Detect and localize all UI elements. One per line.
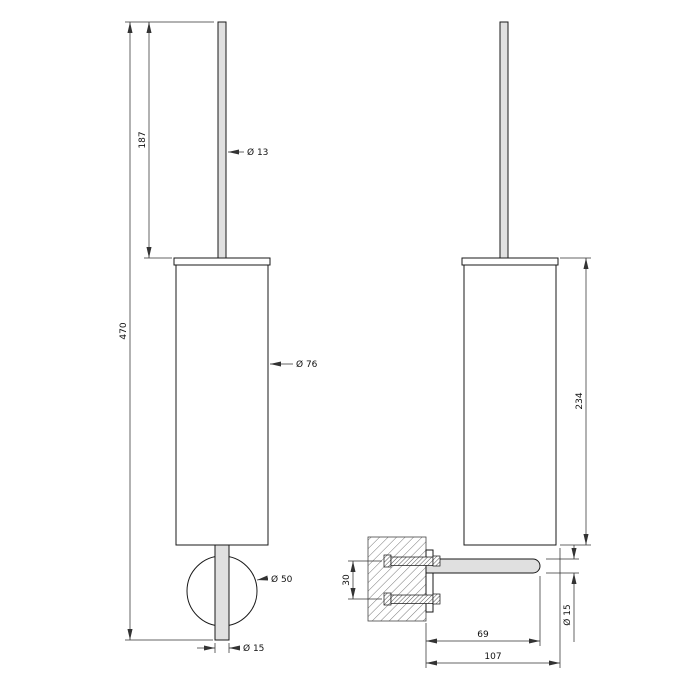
holder-body-front	[175, 264, 269, 546]
dim-label-overall-projection: 107	[484, 652, 501, 662]
screw-head	[383, 554, 392, 568]
dim-body-height: 234	[560, 257, 591, 546]
screw-tip	[432, 593, 441, 605]
holder-body-side	[463, 264, 557, 546]
dim-tip-diameter: Ø 15	[197, 643, 264, 654]
holder-rim-side	[461, 257, 559, 266]
dim-label-screw-spacing: 30	[342, 574, 352, 586]
dim-label-body-height: 234	[575, 392, 585, 409]
dim-overall-projection: 107	[426, 548, 561, 668]
dim-arm-diameter: Ø 15	[546, 545, 579, 642]
dim-label-arm-projection: 69	[477, 630, 489, 640]
mounting-arm	[425, 558, 541, 574]
dim-label-handle-diameter: Ø 13	[247, 147, 268, 158]
leader-line	[256, 575, 269, 581]
dim-overall-height: 470	[119, 22, 213, 641]
brush-handle-side	[499, 21, 509, 259]
dim-label-handle-length: 187	[138, 131, 148, 148]
screw-head	[383, 592, 392, 606]
screw-bottom	[383, 592, 441, 606]
dim-label-tip-diameter: Ø 15	[243, 643, 264, 654]
wall-rosette-side	[425, 549, 434, 613]
dim-handle-diameter: Ø 13	[228, 147, 268, 158]
dim-label-arm-diameter: Ø 15	[562, 604, 573, 625]
dim-arm-projection: 69	[425, 576, 541, 668]
holder-rim-front	[173, 257, 271, 266]
dim-label-body-diameter: Ø 76	[296, 359, 318, 370]
screw-tip	[432, 555, 441, 567]
front-view: 187 470 Ø 13 Ø 76 Ø 50 Ø 15	[119, 21, 318, 654]
dim-body-diameter: Ø 76	[270, 359, 318, 370]
screw-top	[383, 554, 441, 568]
side-view: 234 30 Ø 15 69 107	[342, 21, 591, 668]
dim-rosette-diameter: Ø 50	[256, 574, 293, 585]
dim-screw-spacing: 30	[342, 560, 382, 600]
brush-handle-front	[217, 21, 227, 259]
screw-shank	[390, 556, 434, 566]
dim-label-overall-height: 470	[119, 322, 129, 339]
dim-handle-length: 187	[125, 21, 214, 259]
drip-rod-front	[214, 544, 230, 641]
screw-shank	[390, 594, 434, 604]
dim-label-rosette-diameter: Ø 50	[271, 574, 293, 585]
wall-section	[367, 536, 427, 622]
